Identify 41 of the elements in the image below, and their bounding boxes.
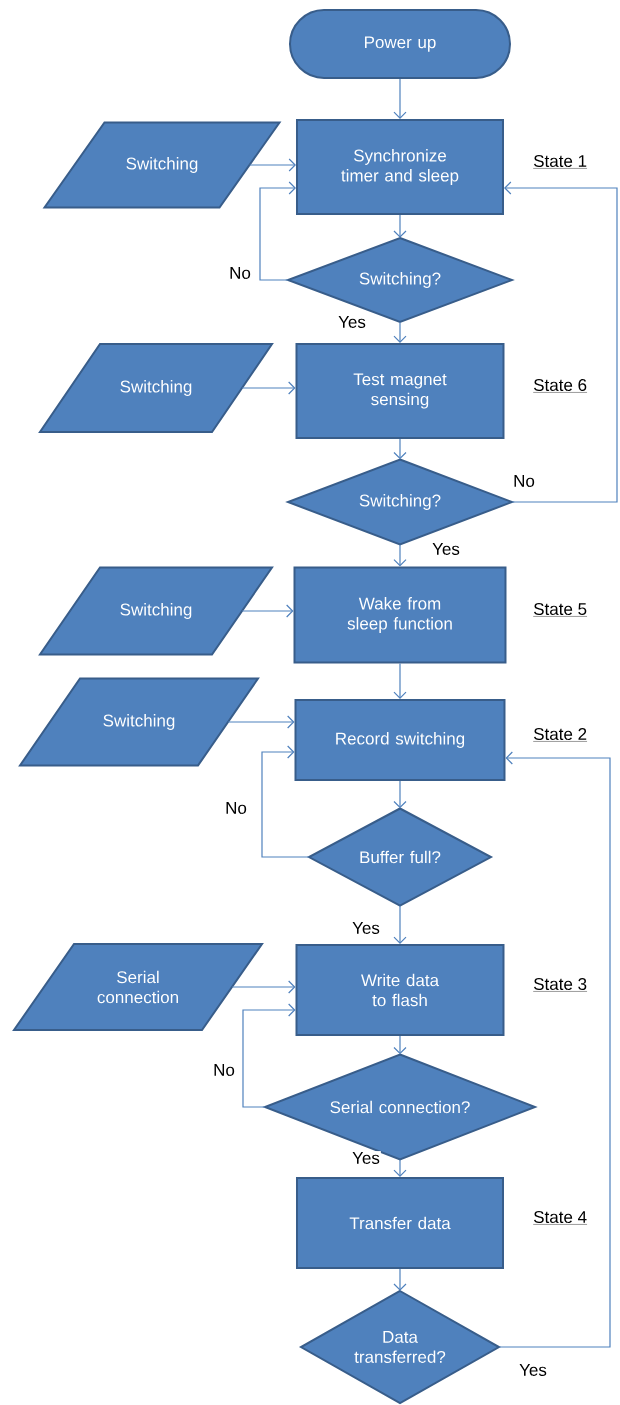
edge-label: No — [228, 266, 252, 280]
start-terminator: Power up — [289, 9, 511, 79]
arrow — [241, 381, 296, 395]
edge-label: Yes — [518, 1363, 548, 1377]
arrow — [261, 745, 310, 858]
arrow — [393, 662, 407, 699]
edge-label: No — [212, 1063, 236, 1077]
arrow — [231, 980, 296, 994]
state-label: State 5 — [533, 603, 588, 617]
process-box: Test magnet sensing — [295, 343, 505, 439]
arrow — [393, 1159, 407, 1177]
arrow — [393, 1268, 407, 1291]
arrow — [393, 78, 407, 119]
process-box: Transfer data — [296, 1177, 504, 1269]
state-label: State 1 — [533, 155, 588, 169]
arrow — [504, 181, 618, 503]
edge-label: Yes — [351, 1151, 381, 1165]
process-box: Record switching — [294, 699, 506, 781]
edge-label: No — [512, 474, 536, 488]
arrow — [227, 715, 295, 729]
arrow — [259, 181, 296, 281]
state-label: State 3 — [533, 978, 588, 992]
arrow — [393, 780, 407, 809]
arrow — [393, 214, 407, 238]
state-label: State 6 — [533, 379, 588, 393]
state-label: State 2 — [533, 728, 588, 742]
edge-label: Yes — [351, 921, 381, 935]
process-box: Synchronize timer and sleep — [296, 119, 504, 215]
arrow — [393, 438, 407, 460]
edge-label: No — [224, 801, 248, 815]
arrow — [393, 1035, 407, 1055]
process-box: Write data to flash — [295, 944, 505, 1036]
arrow — [393, 544, 407, 567]
state-label: State 4 — [533, 1211, 588, 1225]
arrow — [393, 905, 407, 944]
arrow — [393, 321, 407, 343]
arrow — [242, 1003, 296, 1108]
arrow — [241, 604, 294, 618]
arrow — [498, 751, 611, 1348]
process-box: Wake from sleep function — [293, 566, 507, 664]
arrow — [249, 158, 296, 172]
